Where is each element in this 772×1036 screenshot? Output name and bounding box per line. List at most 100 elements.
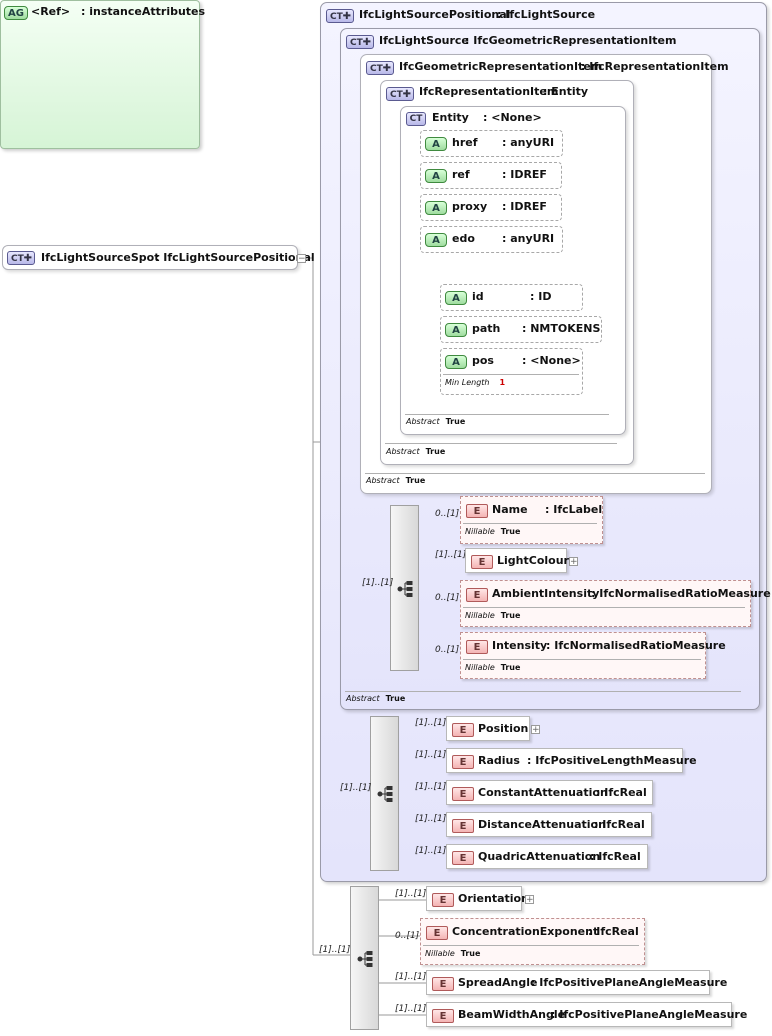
separator [463,659,701,660]
property-label: Abstract [346,694,380,703]
element-type: : IfcReal [596,786,647,799]
attribute-type: : <None> [522,354,581,367]
property-label: Nillable [465,663,495,672]
attribute-proxy[interactable]: A proxy : IDREF [420,194,562,221]
element-icon: E [432,977,454,991]
separator [463,523,597,524]
attribute-icon: A [445,291,467,305]
root-complex-type[interactable]: CT✚ IfcLightSourceSpot : IfcLightSourceP… [2,245,315,270]
complex-type-icon: CT✚ [346,35,374,49]
element-quadricattenuation[interactable]: E QuadricAttenuation : IfcReal [446,844,648,869]
expand-icon[interactable]: + [569,557,578,567]
element-type: : IfcLabel [545,503,603,516]
element-icon: E [452,851,474,865]
base-type: : Entity [543,85,589,98]
element-name-label: QuadricAttenuation [478,850,601,863]
separator [405,414,609,415]
type-name: Entity [432,111,469,124]
property-value: True [500,663,521,672]
multiplicity-label: [1]..[1] [362,578,394,588]
type-name: IfcGeometricRepresentationItem [399,60,603,73]
expand-icon[interactable]: + [531,725,540,735]
attribute-type: : IDREF [502,200,547,213]
multiplicity-label: [1]..[1] [319,945,351,955]
attribute-name: proxy [452,200,488,213]
base-type: : <None> [483,111,542,124]
element-spreadangle[interactable]: E SpreadAngle : IfcPositivePlaneAngleMea… [426,970,727,995]
type-name: IfcLightSource [379,34,469,47]
element-name-label: BeamWidthAngle [458,1008,566,1021]
element-type: : IfcPositiveLengthMeasure [527,754,697,767]
attribute-type: : ID [530,290,552,303]
base-type: : IfcLightSource [497,8,596,21]
complex-type-icon: CT [406,112,426,126]
element-position[interactable]: E Position [446,716,530,741]
multiplicity-label: [1]..[1] [395,889,427,899]
badge-label: CT [390,90,403,100]
collapse-icon[interactable]: − [297,254,306,264]
sequence-compositor[interactable] [370,716,399,871]
element-type: : IfcReal [588,925,639,938]
attribute-id[interactable]: A id : ID [440,284,583,311]
element-type: : IfcPositivePlaneAngleMeasure [551,1008,748,1021]
expand-icon[interactable]: + [525,895,534,905]
element-concentrationexponent[interactable]: E ConcentrationExponent : IfcReal Nillab… [420,918,645,965]
element-intensity[interactable]: E Intensity : IfcNormalisedRatioMeasure … [460,632,726,679]
attribute-ref[interactable]: A ref : IDREF [420,162,562,189]
element-name-label: Intensity [492,639,548,652]
badge-label: CT [330,12,343,22]
badge-label: CT [370,64,383,74]
type-name: IfcLightSourceSpot [41,251,160,264]
attribute-type: : NMTOKENS [522,322,601,335]
element-lightcolour[interactable]: E LightColour [465,548,569,573]
attribute-edo[interactable]: A edo : anyURI [420,226,563,253]
element-icon: E [466,640,488,654]
attribute-path[interactable]: A path : NMTOKENS [440,316,602,343]
sequence-compositor[interactable] [350,886,379,1030]
attribute-type: : anyURI [502,136,555,149]
base-type: : IfcLightSourcePositional [155,251,315,264]
separator [345,691,741,692]
element-icon: E [426,926,448,940]
multiplicity-label: 0..[1] [435,593,460,603]
element-icon: E [432,893,454,907]
element-distanceattenuation[interactable]: E DistanceAttenuation : IfcReal [446,812,652,837]
element-name-label: Radius [478,754,520,767]
element-name-label: AmbientIntensity [492,587,600,600]
element-ambientintensity[interactable]: E AmbientIntensity : IfcNormalisedRatioM… [460,580,771,627]
element-name-label: Position [478,722,529,735]
element-name-label: LightColour [497,554,569,567]
property-value: True [500,611,521,620]
attribute-group-ref[interactable]: AG <Ref> : instanceAttributes [0,0,205,149]
element-icon: E [452,755,474,769]
element-type: : IfcReal [590,850,641,863]
element-constantattenuation[interactable]: E ConstantAttenuation : IfcReal [446,780,653,805]
element-type: : IfcReal [594,818,645,831]
extension-plus-icon: ✚ [402,89,411,100]
element-orientation[interactable]: E Orientation [426,886,529,911]
sequence-icon [397,581,413,597]
multiplicity-label: [1]..[1] [415,846,447,856]
attribute-group-icon: AG [4,6,28,20]
multiplicity-label: [1]..[1] [415,814,447,824]
sequence-compositor[interactable] [390,505,419,671]
attribute-href[interactable]: A href : anyURI [420,130,563,157]
element-icon: E [452,819,474,833]
property-value: True [460,949,481,958]
element-radius[interactable]: E Radius : IfcPositiveLengthMeasure [446,748,697,773]
multiplicity-label: 0..[1] [395,931,420,941]
attribute-name: edo [452,232,475,245]
complex-type-icon: CT✚ [326,9,354,23]
element-name-label: Orientation [458,892,529,905]
property-value: True [385,694,406,703]
multiplicity-label: [1]..[1] [395,972,427,982]
separator [365,473,705,474]
element-beamwidthangle[interactable]: E BeamWidthAngle : IfcPositivePlaneAngle… [426,1002,747,1027]
abstract-property: Abstract True [346,694,405,703]
